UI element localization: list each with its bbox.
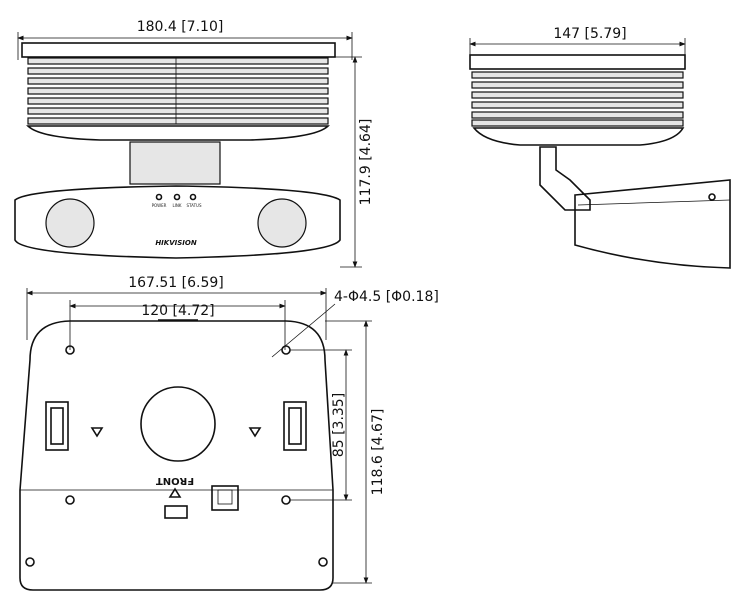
front-height-dim: 117.9 [4.64]: [358, 119, 374, 206]
led-label-link: LINK: [172, 203, 181, 208]
bottom-height-dim: 118.6 [4.67]: [370, 409, 386, 496]
bottom-width-dim: 167.51 [6.59]: [128, 275, 224, 291]
left-clip: [45, 401, 69, 451]
top-plate: [21, 42, 336, 58]
base-plate: [19, 320, 334, 591]
mount-hole: [281, 345, 291, 355]
indicator-leds: POWER LINK STATUS: [152, 193, 202, 208]
mount-hole: [281, 495, 291, 505]
side-arm: [574, 179, 731, 269]
cooling-fins: [27, 57, 329, 125]
front-label: FRONT: [156, 475, 194, 486]
hole-spacing-dim: 120 [4.72]: [141, 303, 214, 319]
side-width-dim: 147 [5.79]: [553, 26, 626, 42]
brand-logo: HIKVISION: [155, 239, 197, 247]
cable-hole: [140, 386, 216, 462]
led-label-power: POWER: [152, 203, 167, 208]
side-fins: [471, 71, 684, 127]
front-view: 180.4 [7.10] POWER LINK STATUS HIKVISION…: [14, 19, 374, 268]
side-bracket: [539, 146, 591, 211]
right-clip: [283, 401, 307, 451]
mount-neck: [129, 141, 221, 185]
latch: [211, 485, 239, 511]
mount-hole: [65, 345, 75, 355]
bottom-view: 167.51 [6.59] 120 [4.72] 4-Φ4.5 [Φ0.18] …: [19, 275, 439, 591]
lens-body: [14, 185, 341, 259]
left-lens: [45, 198, 95, 248]
hole-vertical-dim: 85 [3.35]: [331, 393, 347, 457]
right-lens: [257, 198, 307, 248]
mount-hole: [65, 495, 75, 505]
side-view: 147 [5.79]: [469, 26, 731, 269]
led-label-status: STATUS: [186, 203, 201, 208]
housing-bottom: [26, 125, 330, 141]
hole-spec: 4-Φ4.5 [Φ0.18]: [334, 289, 439, 305]
front-width-dim: 180.4 [7.10]: [137, 19, 224, 35]
